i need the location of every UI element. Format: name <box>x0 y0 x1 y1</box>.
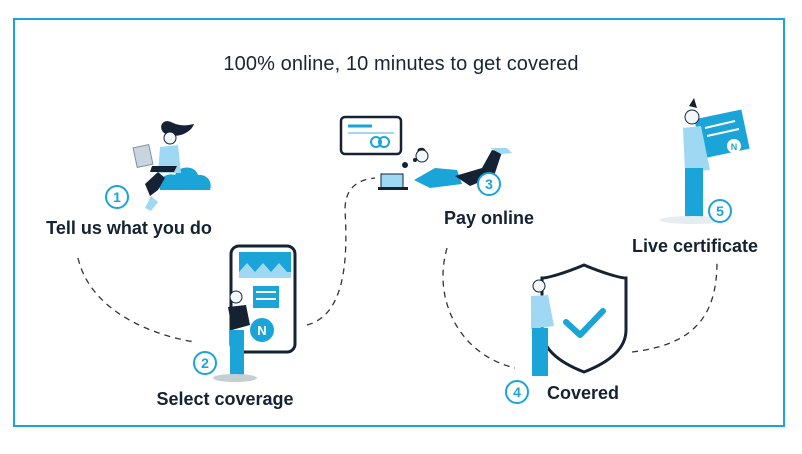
step-4-number-badge: 4 <box>505 380 529 404</box>
step-1-number-badge: 1 <box>105 185 129 209</box>
page-title: 100% online, 10 minutes to get covered <box>223 53 579 75</box>
step-5-label: Live certificate <box>631 236 759 256</box>
step-3-label: Pay online <box>443 208 535 228</box>
content-frame <box>13 18 785 427</box>
step-2-label: Select coverage <box>156 389 294 409</box>
step-4-label: Covered <box>546 383 620 403</box>
step-5-number-badge: 5 <box>708 199 732 223</box>
step-3-number-badge: 3 <box>477 172 501 196</box>
step-1-label: Tell us what you do <box>46 218 212 238</box>
step-2-number-badge: 2 <box>193 351 217 375</box>
